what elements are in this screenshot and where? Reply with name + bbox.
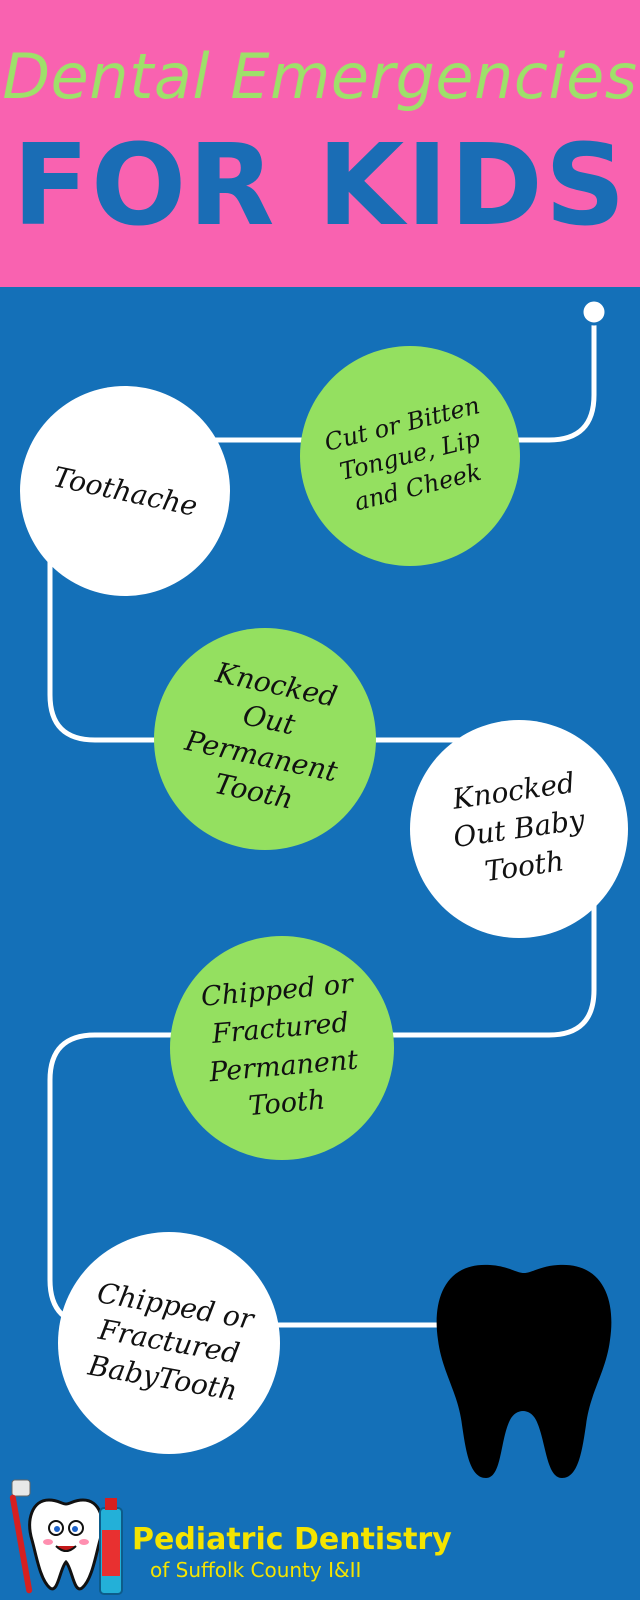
emergency-label: Knocked Out Permanent Tooth — [182, 656, 341, 817]
emergency-knocked-out-baby: Knocked Out Baby Tooth — [410, 720, 628, 938]
emergency-toothache: Toothache — [20, 386, 230, 596]
header-banner: Dental Emergencies FOR KIDS — [0, 0, 640, 287]
toothbrush-icon — [9, 1479, 33, 1594]
emergency-cut-bitten: Cut or Bitten Tongue, Lip and Cheek — [300, 346, 520, 566]
emergency-label: Chipped or Fractured Permanent Tooth — [199, 969, 360, 1123]
emergency-chipped-baby: Chipped or Fractured BabyTooth — [58, 1232, 280, 1454]
emergency-knocked-out-permanent: Knocked Out Permanent Tooth — [154, 628, 376, 850]
logo-mascot — [9, 1479, 123, 1595]
title-line-1: Dental Emergencies — [2, 40, 638, 113]
tooth-icon — [436, 1264, 612, 1478]
title-line-2: FOR KIDS — [12, 121, 628, 251]
emergency-label: Cut or Bitten Tongue, Lip and Cheek — [321, 391, 485, 517]
logo-name-line-2: of Suffolk County I&II — [150, 1558, 362, 1582]
emergency-label: Knocked Out Baby Tooth — [450, 766, 587, 888]
tooth-icon — [28, 1498, 104, 1591]
emergency-label: Chipped or Fractured BabyTooth — [85, 1276, 257, 1408]
emergency-chipped-permanent: Chipped or Fractured Permanent Tooth — [170, 936, 394, 1160]
toothpaste-icon — [99, 1498, 123, 1595]
emergency-label: Toothache — [49, 459, 201, 523]
logo-name-line-1: Pediatric Dentistry — [132, 1522, 452, 1557]
